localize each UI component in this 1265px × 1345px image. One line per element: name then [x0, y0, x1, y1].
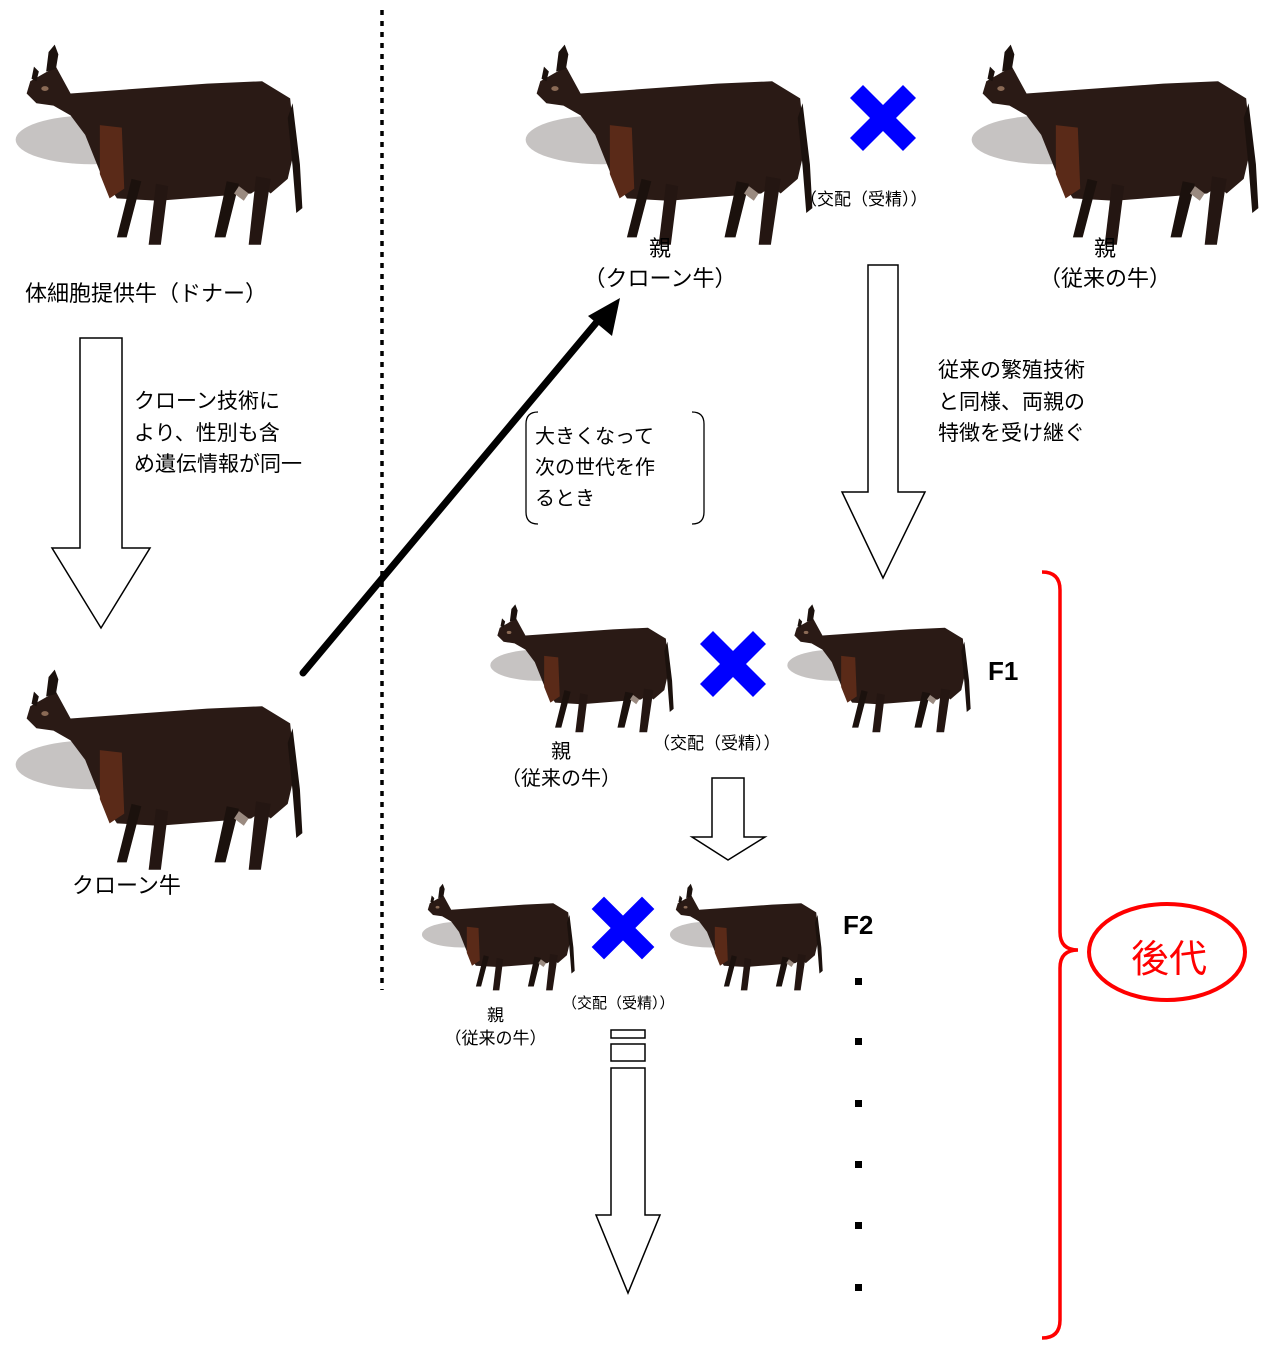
mating-label: （交配（受精）） — [562, 994, 675, 1012]
cross-mark-icon — [591, 896, 655, 960]
left-bracket — [525, 411, 539, 525]
down-arrow-icon — [594, 1067, 662, 1295]
progeny-label: 後代 — [1131, 937, 1208, 981]
f2-parent-cow-icon — [421, 883, 575, 991]
grow-note-line: 大きくなって — [535, 424, 654, 448]
mating-label: （交配（受精）） — [653, 734, 781, 754]
inherit-note-line: 従来の繁殖技術 — [938, 358, 1085, 382]
f1-cow-icon — [787, 604, 971, 733]
continuation-dots — [855, 978, 862, 1291]
down-arrow-icon — [840, 264, 927, 580]
f1-parent-label: 親 （従来の牛） — [466, 738, 656, 792]
grow-note: 大きくなって 次の世代を作 るとき — [535, 421, 655, 514]
generation-f2-label: F2 — [843, 910, 874, 940]
clone-label: クローン牛 — [72, 874, 181, 899]
grow-note-line: 次の世代を作 — [535, 455, 655, 479]
parent-type-label: （従来の牛） — [501, 766, 621, 790]
clone-note-line: より、性別も含 — [134, 420, 280, 445]
parent-label: 親 — [1093, 237, 1116, 262]
curly-brace-icon — [1041, 570, 1079, 1340]
parent-label: 親 — [648, 237, 671, 262]
f2-parent-label: 親 （従来の牛） — [408, 1005, 583, 1051]
parent-conventional-label: 親 （従来の牛） — [1005, 235, 1205, 294]
generation-f1-label: F1 — [988, 656, 1019, 686]
inherit-note-line: と同様、両親の — [938, 389, 1085, 414]
parent-type-label: （従来の牛） — [444, 1028, 547, 1049]
down-arrow-icon — [50, 337, 152, 630]
parent-clone-label: 親 （クローン牛） — [560, 235, 760, 294]
clone-note: クローン技術に より、性別も含 め遺伝情報が同一 — [134, 386, 302, 481]
inherit-note-line: 特徴を受け継ぐ — [938, 421, 1085, 445]
clone-cow-icon — [15, 669, 303, 870]
f2-cow-icon — [669, 883, 823, 991]
clone-note-line: クローン技術に — [134, 389, 280, 413]
parent-label: 親 — [487, 1006, 504, 1026]
donor-cow-icon — [15, 44, 303, 245]
parent-type-label: （従来の牛） — [1038, 266, 1171, 292]
arrow-segment — [610, 1029, 646, 1039]
parent-type-label: （クローン牛） — [583, 266, 737, 292]
right-bracket — [691, 411, 705, 525]
mating-label: （交配（受精）） — [800, 190, 928, 210]
arrowhead-icon — [588, 298, 620, 336]
donor-label: 体細胞提供牛（ドナー） — [25, 282, 268, 307]
cross-mark-icon — [700, 631, 766, 697]
inherit-note: 従来の繁殖技術 と同様、両親の 特徴を受け継ぐ — [938, 355, 1085, 450]
down-arrow-icon — [689, 777, 768, 861]
progeny-oval — [1087, 902, 1247, 1002]
clone-note-line: め遺伝情報が同一 — [134, 452, 302, 476]
f1-parent-cow-icon — [490, 604, 674, 733]
parent-conventional-cow-icon — [971, 44, 1259, 245]
parent-clone-cow-icon — [525, 44, 813, 245]
parent-label: 親 — [551, 739, 571, 763]
arrow-segment — [610, 1043, 646, 1062]
grow-note-line: るとき — [535, 486, 595, 510]
cross-mark-icon — [850, 85, 916, 151]
diagonal-arrow-line — [299, 319, 600, 677]
